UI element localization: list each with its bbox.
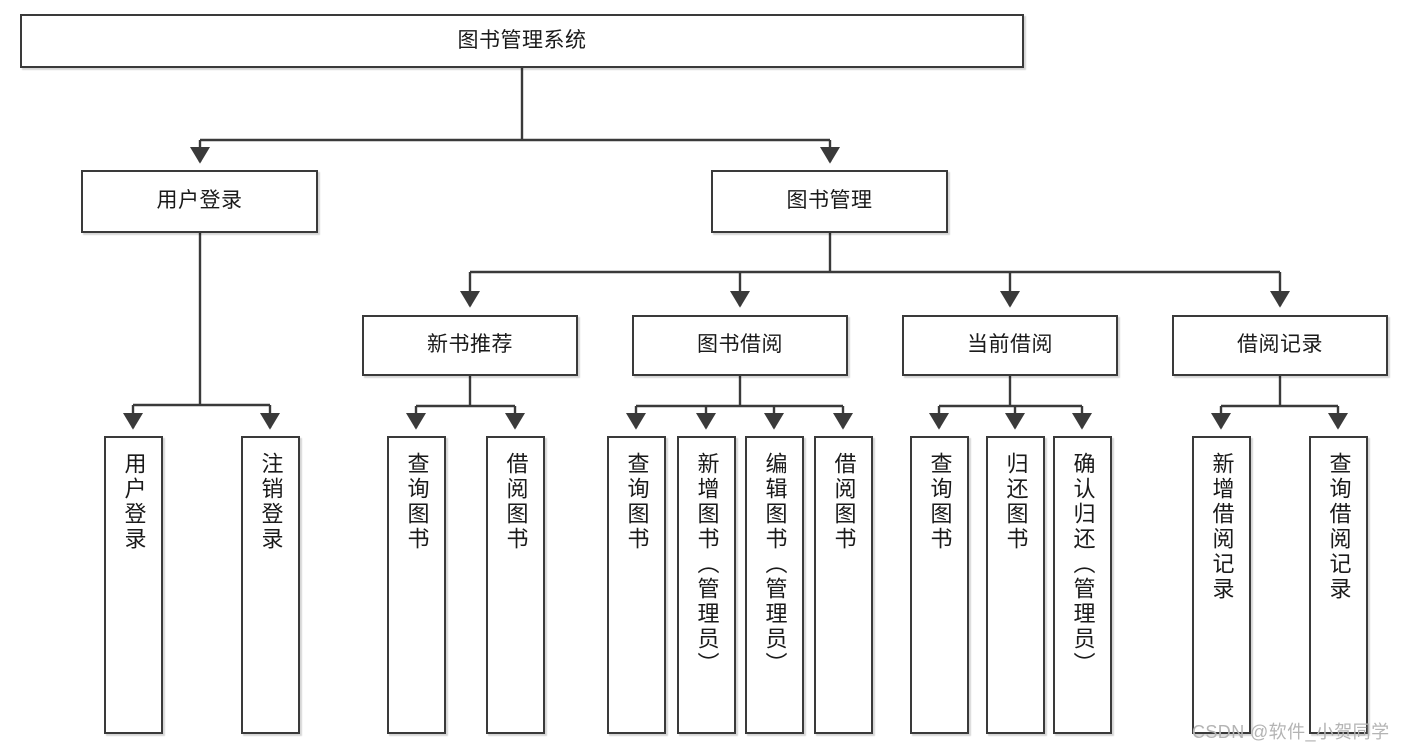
node-new-book-rec[interactable]: 新书推荐	[362, 315, 578, 376]
node-leaf-return-book-label: 归还图书	[1003, 452, 1029, 552]
node-leaf-query-book-rec[interactable]: 查询图书	[387, 436, 446, 734]
node-current-borrow-label: 当前借阅	[967, 333, 1053, 357]
node-leaf-borrow-book-bb[interactable]: 借阅图书	[814, 436, 873, 734]
node-leaf-borrow-book-rec[interactable]: 借阅图书	[486, 436, 545, 734]
node-borrow-record-label: 借阅记录	[1237, 333, 1323, 357]
node-leaf-user-logout[interactable]: 注销登录	[241, 436, 300, 734]
node-root-label: 图书管理系统	[457, 28, 587, 52]
node-root[interactable]: 图书管理系统	[20, 14, 1024, 68]
csdn-watermark: CSDN @软件_小贺同学	[1192, 722, 1390, 742]
node-leaf-query-record-label: 查询借阅记录	[1326, 452, 1352, 602]
node-leaf-query-book-bb[interactable]: 查询图书	[607, 436, 666, 734]
node-current-borrow[interactable]: 当前借阅	[902, 315, 1118, 376]
node-leaf-return-book[interactable]: 归还图书	[986, 436, 1045, 734]
node-leaf-borrow-book-rec-label: 借阅图书	[503, 452, 529, 552]
node-leaf-query-book-cb[interactable]: 查询图书	[910, 436, 969, 734]
node-leaf-confirm-return-label: 确认归还（管理员）	[1070, 452, 1096, 677]
node-leaf-add-record-label: 新增借阅记录	[1209, 452, 1235, 602]
node-leaf-query-book-bb-label: 查询图书	[624, 452, 650, 552]
node-book-manage-label: 图书管理	[786, 189, 873, 213]
node-leaf-add-record[interactable]: 新增借阅记录	[1192, 436, 1251, 734]
node-book-borrow[interactable]: 图书借阅	[632, 315, 848, 376]
node-leaf-query-book-cb-label: 查询图书	[927, 452, 953, 552]
node-leaf-add-book-label: 新增图书（管理员）	[694, 452, 720, 677]
node-leaf-edit-book[interactable]: 编辑图书（管理员）	[745, 436, 804, 734]
node-leaf-query-record[interactable]: 查询借阅记录	[1309, 436, 1368, 734]
node-book-borrow-label: 图书借阅	[697, 333, 783, 357]
node-book-manage[interactable]: 图书管理	[711, 170, 948, 233]
node-leaf-edit-book-label: 编辑图书（管理员）	[762, 452, 788, 677]
node-leaf-user-login-label: 用户登录	[121, 452, 147, 552]
node-leaf-query-book-rec-label: 查询图书	[404, 452, 430, 552]
node-new-book-rec-label: 新书推荐	[427, 333, 513, 357]
node-borrow-record[interactable]: 借阅记录	[1172, 315, 1388, 376]
node-leaf-user-logout-label: 注销登录	[258, 452, 284, 552]
node-user-login-label: 用户登录	[156, 189, 243, 213]
node-leaf-confirm-return[interactable]: 确认归还（管理员）	[1053, 436, 1112, 734]
node-user-login[interactable]: 用户登录	[81, 170, 318, 233]
node-leaf-add-book[interactable]: 新增图书（管理员）	[677, 436, 736, 734]
node-leaf-user-login[interactable]: 用户登录	[104, 436, 163, 734]
node-leaf-borrow-book-bb-label: 借阅图书	[831, 452, 857, 552]
